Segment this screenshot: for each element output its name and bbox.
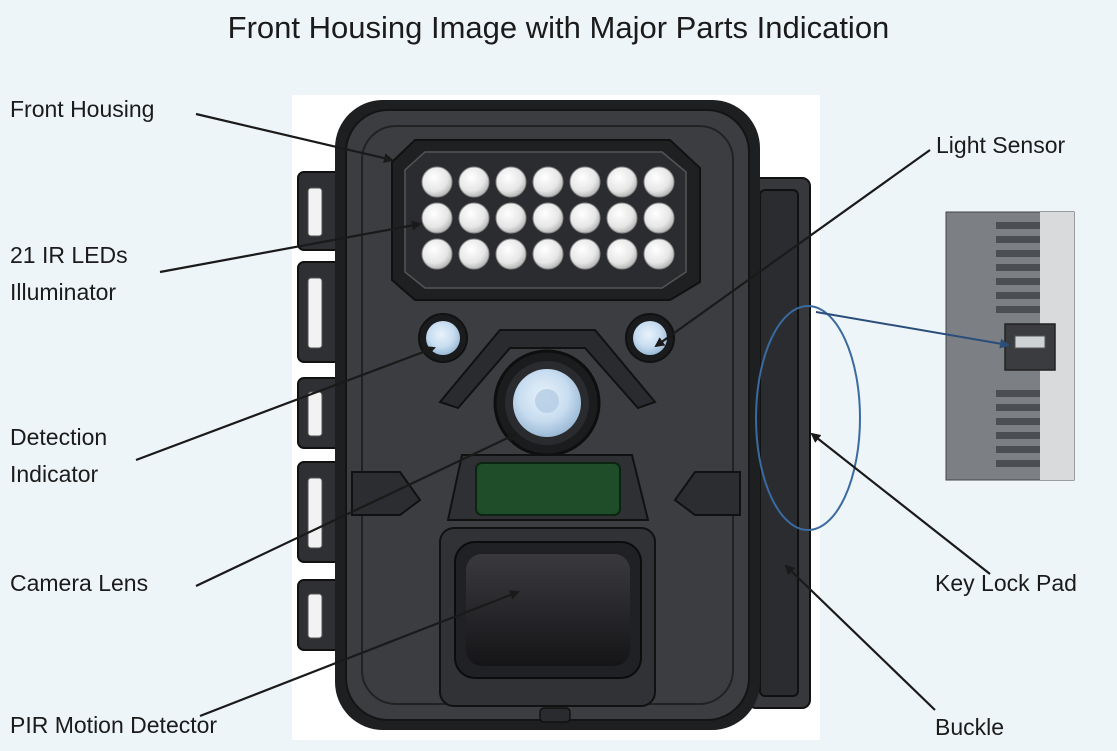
ir-led: [495, 166, 527, 198]
ir-led: [458, 166, 490, 198]
ir-led: [643, 166, 675, 198]
inset-ridge: [996, 264, 1040, 271]
ir-led: [495, 202, 527, 234]
label-light-sensor: Light Sensor: [936, 132, 1066, 158]
label-ir-leds-line2: Illuminator: [10, 279, 117, 305]
inset-ridge: [996, 390, 1040, 397]
arrow-ir-leds: [159, 220, 422, 274]
ir-led: [643, 238, 675, 270]
arrow-camera-lens: [195, 432, 518, 587]
label-ir-leds-line1: 21 IR LEDs: [10, 242, 128, 268]
label-pir: PIR Motion Detector: [10, 712, 218, 738]
label-detection-line2: Indicator: [10, 461, 99, 487]
ir-led: [606, 166, 638, 198]
ir-led: [421, 238, 453, 270]
inset-ridge: [996, 250, 1040, 257]
inset-ridge: [996, 306, 1040, 313]
ir-led: [421, 202, 453, 234]
ir-led: [421, 166, 453, 198]
right-wing: [673, 471, 741, 516]
ir-led: [606, 238, 638, 270]
key-lock-inset: [945, 211, 1075, 481]
arrow-buckle: [784, 564, 936, 711]
inset-ridge: [996, 292, 1040, 299]
ir-led-grid: [421, 166, 675, 270]
ir-led: [495, 238, 527, 270]
label-detection-line1: Detection: [10, 424, 108, 450]
camera-lens: [493, 349, 601, 457]
arrow-light-sensor: [654, 149, 931, 348]
ir-led: [532, 202, 564, 234]
inset-ridge: [996, 446, 1040, 453]
inset-ridge: [996, 278, 1040, 285]
ir-led: [532, 166, 564, 198]
label-camera-lens: Camera Lens: [10, 570, 149, 596]
zoom-arrow: [815, 311, 1010, 349]
zoom-ellipse: [755, 305, 861, 531]
ir-led: [569, 166, 601, 198]
inset-ridge: [996, 418, 1040, 425]
inset-ridge: [996, 236, 1040, 243]
ir-led: [569, 202, 601, 234]
ir-led: [643, 202, 675, 234]
pir-motion-detector: [439, 527, 656, 707]
ir-led: [532, 238, 564, 270]
label-key-lock-pad: Key Lock Pad: [935, 570, 1077, 596]
inset-ridge: [996, 222, 1040, 229]
ir-led: [458, 238, 490, 270]
detection-indicator: [418, 313, 468, 363]
arrow-key-lock-pad: [810, 432, 991, 575]
ir-led: [458, 202, 490, 234]
ir-led: [606, 202, 638, 234]
arrow-front-housing: [195, 112, 394, 164]
label-buckle: Buckle: [935, 714, 1005, 740]
inset-ridge: [996, 404, 1040, 411]
arrow-detection-indicator: [135, 346, 436, 462]
label-front-housing: Front Housing: [10, 96, 155, 122]
lens-brow: [438, 329, 657, 410]
ir-led: [569, 238, 601, 270]
leader-lines: [135, 112, 991, 718]
inset-ridge: [996, 460, 1040, 467]
arrow-pir: [199, 590, 520, 718]
green-window: [446, 454, 650, 521]
inset-ridge: [996, 432, 1040, 439]
diagram-title: Front Housing Image with Major Parts Ind…: [227, 10, 890, 45]
